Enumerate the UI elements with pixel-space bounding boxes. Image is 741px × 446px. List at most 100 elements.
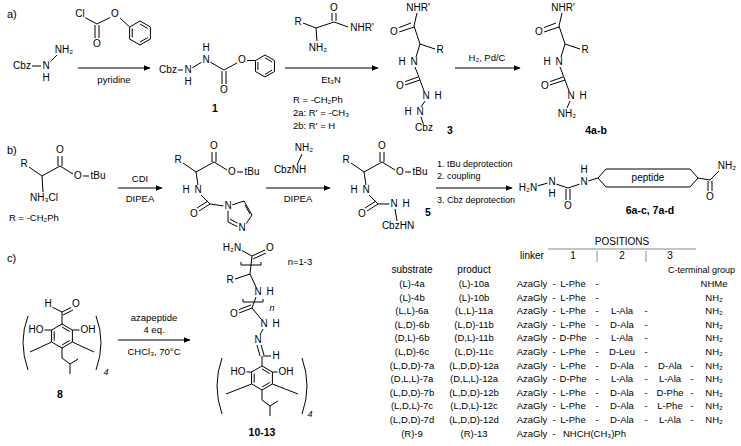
table-cell: NH₂ (704, 388, 723, 398)
atom-label: H (401, 199, 410, 209)
atom-label: H (41, 73, 50, 83)
bond-lines (30, 307, 94, 374)
table-cell: - (594, 320, 599, 330)
table-cell: - (594, 361, 599, 371)
table-cell: (L,D)-6c (394, 347, 430, 357)
atom-label: Cbz (12, 61, 32, 71)
atom-label: H (578, 91, 587, 101)
table-cell: - (594, 347, 599, 357)
table-cell: - (643, 320, 648, 330)
table-cell: D-Ala (609, 402, 635, 412)
atom-label: NH₂ (54, 45, 74, 55)
bond-lines (84, 17, 130, 38)
table-cell: (L,D,D)-12d (448, 415, 500, 425)
atom-label: OH (278, 367, 295, 377)
table-cell: NH₂ (704, 374, 723, 384)
atom-label: Cbz (158, 65, 178, 75)
compound-number: 10-13 (248, 427, 277, 438)
atom-label: N (579, 177, 588, 187)
table-cell: - (551, 279, 556, 289)
atom-label: H (183, 77, 192, 87)
reaction-arrow (118, 340, 190, 341)
table-cell: AzaGly (516, 374, 549, 384)
atom-label: N (237, 223, 246, 233)
table-cell: NH₂ (704, 293, 723, 303)
table-cell: NHMe (700, 279, 729, 289)
bond-lines (29, 156, 89, 192)
table-cell: - (551, 415, 556, 425)
atom-label: CbzHN (381, 221, 415, 231)
table-cell: NH₂ (704, 347, 723, 357)
table-header: 2 (618, 251, 626, 261)
atom-label: N (361, 185, 370, 195)
atom-label: O (377, 141, 387, 151)
table-cell: L-Ala (610, 374, 634, 384)
bond-lines (132, 24, 148, 42)
table-rule (548, 249, 696, 262)
atom-label: H (271, 351, 280, 361)
table-cell: D-Ala (609, 388, 635, 398)
table-header: product (456, 265, 491, 275)
atom-label: tBu (89, 171, 106, 181)
repeat-index: 4 (102, 368, 109, 377)
table-header: substrate (390, 265, 433, 275)
table-cell: - (551, 388, 556, 398)
reaction-arrows (78, 68, 520, 340)
table-cell: D-Ala (657, 361, 683, 371)
macrocycle-bracket (217, 358, 307, 414)
substituent-note: 2a: R' = -CH₃ (292, 108, 350, 118)
atom-label: H (397, 57, 406, 67)
table-cell: - (689, 361, 694, 371)
bond-lines (351, 152, 411, 221)
table-cell: (L)-10b (458, 293, 491, 303)
step-note: 3. Cbz deprotection (436, 196, 516, 205)
table-cell: (D,L)-6b (394, 334, 431, 344)
reaction-arrow (266, 188, 330, 189)
table-cell: NH₂ (704, 415, 723, 425)
atom-label: O (209, 141, 219, 151)
table-cell: - (594, 388, 599, 398)
atom-label: NH₂ (717, 161, 737, 171)
atom-label: NH₃Cl (29, 193, 59, 203)
reagent-label: Et₃N (320, 75, 342, 85)
table-cell: - (551, 347, 556, 357)
atom-label: N (554, 57, 563, 67)
atom-label: N (201, 55, 210, 65)
reaction-arrow (118, 188, 162, 189)
table-cell: D-Leu (608, 347, 636, 357)
repeat-bracket (241, 262, 263, 302)
table-cell: (L)-4a (398, 279, 425, 289)
atom-label: H (181, 185, 190, 195)
atom-label: HO (230, 367, 247, 377)
table-cell: - (643, 374, 648, 384)
panel-letter: c) (6, 253, 17, 264)
atom-label: HO (28, 325, 45, 335)
table-cell: L-Phe (559, 361, 586, 371)
benzene-ring (256, 55, 275, 77)
table-cell: - (594, 374, 599, 384)
table-cell: AzaGly (516, 306, 549, 316)
table-cell: - (689, 388, 694, 398)
substituent-note: R = -CH₂Ph (292, 95, 344, 105)
atom-label: CbzNH (273, 165, 307, 175)
atom-label: N (566, 91, 575, 101)
table-cell: NH₂ (704, 334, 723, 344)
table-cell: - (689, 415, 694, 425)
atom-label: O (265, 243, 275, 253)
bond-lines (297, 154, 302, 165)
atom-label: N (193, 185, 202, 195)
atom-label: N (415, 107, 424, 117)
table-cell: AzaGly (516, 347, 549, 357)
reagent-label: pyridine (96, 75, 131, 85)
table-cell: (R)-13 (460, 429, 489, 439)
atom-label: O (189, 209, 199, 219)
compound-number: 3 (446, 125, 454, 136)
atom-label: O (219, 85, 229, 95)
table-cell: - (643, 361, 648, 371)
table-cell: AzaGly (516, 402, 549, 412)
atom-label: R (435, 45, 444, 55)
atom-label: O (229, 309, 239, 319)
table-cell: - (551, 306, 556, 316)
atom-label: O (395, 167, 405, 177)
table-cell: AzaGly (516, 429, 549, 439)
